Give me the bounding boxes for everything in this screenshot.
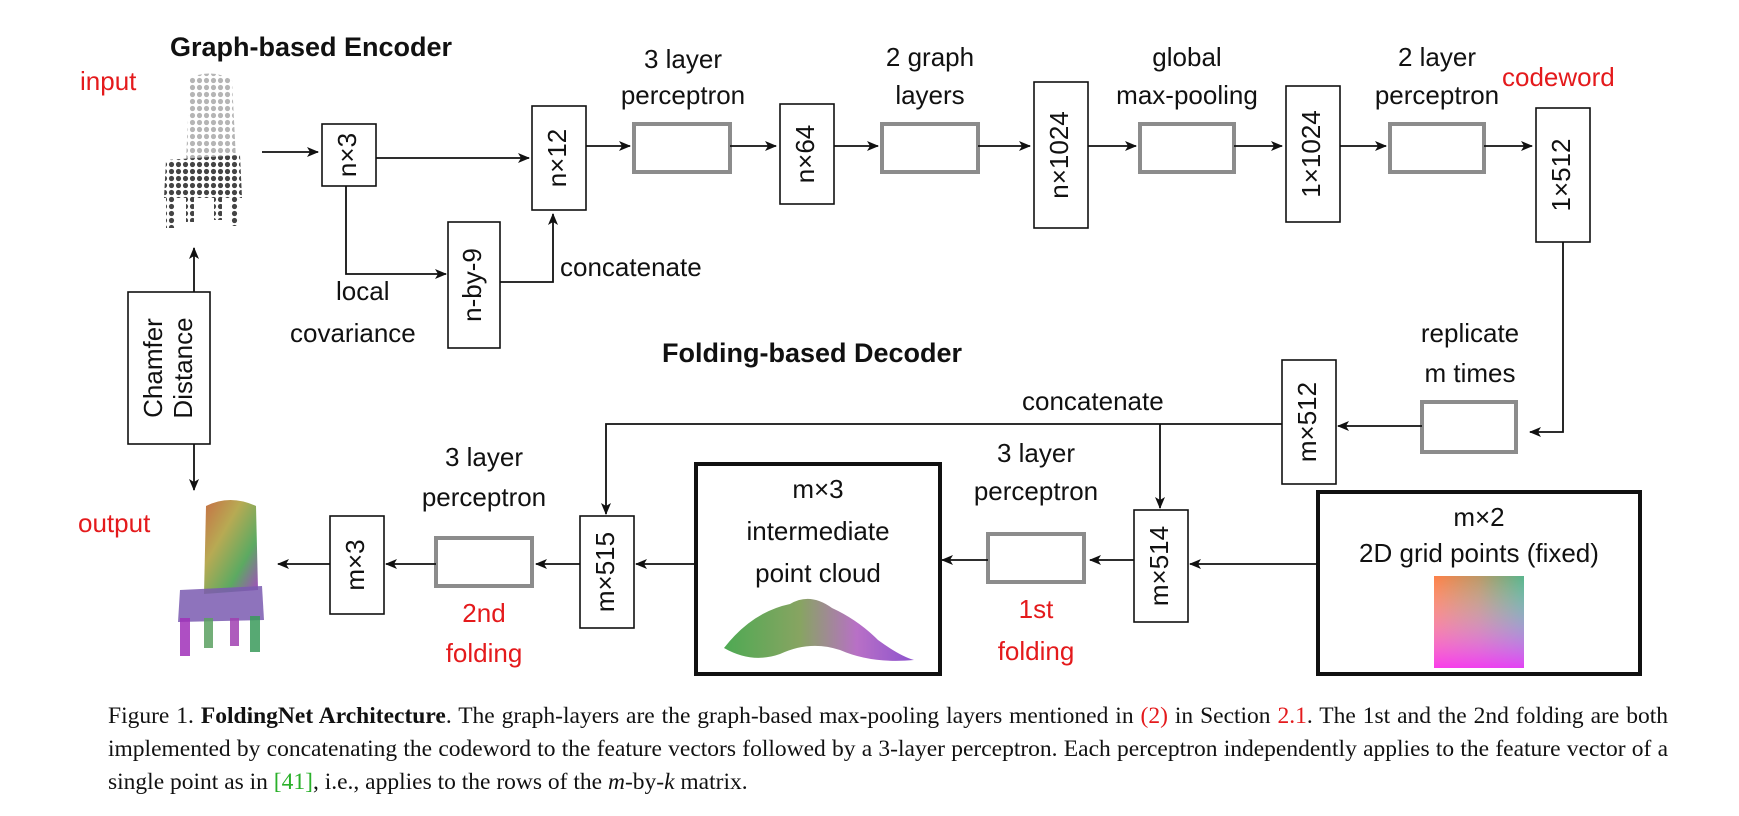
fold1-label-line2: folding (998, 636, 1075, 666)
chamfer-distance-box (127, 291, 211, 445)
input-label: input (80, 66, 137, 96)
caption-title: FoldingNet Architecture (200, 703, 446, 729)
replicate-label-line2: m times (1425, 358, 1516, 388)
mlp-b-label-line2: perceptron (422, 482, 546, 512)
box-m3 (329, 515, 385, 615)
box-m515 (579, 515, 635, 629)
graph-layers-label-line1: 2 graph (886, 42, 974, 72)
grid-title: m×2 (1453, 502, 1504, 532)
caption-ref-eq[interactable]: (2) (1140, 703, 1168, 729)
grid-subtitle: 2D grid points (fixed) (1359, 538, 1599, 568)
figure-caption: Figure 1. FoldingNet Architecture. The g… (108, 700, 1668, 799)
encoder-graph-layers-block (880, 122, 980, 174)
local-covariance-line2: covariance (290, 318, 416, 348)
chamfer-line2: Distance (168, 317, 198, 418)
mlp-b-label-line1: 3 layer (445, 442, 523, 472)
mlp2-label-line2: perceptron (1375, 80, 1499, 110)
chamfer-line1: Chamfer (138, 318, 168, 418)
codeword-label: codeword (1502, 62, 1615, 92)
caption-part1: . The graph-layers are the graph-based m… (445, 703, 1134, 729)
box-n3-label: n×3 (332, 133, 362, 177)
pool-label-line1: global (1152, 42, 1221, 72)
encoder-concatenate-label: concatenate (560, 252, 702, 282)
box-nby9 (447, 221, 501, 349)
box-n64-label: n×64 (790, 125, 820, 184)
decoder-title: Folding-based Decoder (662, 338, 963, 368)
box-m512 (1281, 359, 1337, 485)
mlp-a-label-line2: perceptron (974, 476, 1098, 506)
fold1-label-line1: 1st (1019, 594, 1054, 624)
encoder-maxpool-block (1138, 122, 1236, 174)
intermediate-cloud-image (724, 598, 914, 661)
output-point-cloud-chair (178, 500, 264, 656)
encoder-mlp3-block (632, 122, 732, 174)
caption-part6: matrix. (680, 769, 748, 795)
box-n12 (531, 105, 587, 211)
edge-m512-to-m515 (601, 423, 1282, 515)
edge-n3-to-nby9 (345, 186, 447, 279)
edge-codeword-to-replicate (1529, 242, 1564, 437)
caption-figure-label: Figure 1. (108, 703, 194, 729)
box-nby9-label: n-by-9 (457, 248, 487, 322)
encoder-title: Graph-based Encoder (170, 32, 453, 62)
local-covariance-line1: local (336, 276, 389, 306)
intermediate-line3: point cloud (755, 558, 881, 588)
decoder-concatenate-label: concatenate (1022, 386, 1164, 416)
box-n1024-label: n×1024 (1044, 111, 1074, 198)
caption-ref-section[interactable]: 2.1 (1277, 703, 1307, 729)
pool-label-line2: max-pooling (1116, 80, 1258, 110)
graph-layers-label-line2: layers (895, 80, 964, 110)
box-m512-label: m×512 (1292, 382, 1322, 462)
caption-math-m: m (607, 769, 625, 795)
mlp2-label-line1: 2 layer (1398, 42, 1476, 72)
replicate-block (1420, 400, 1518, 454)
caption-ref-cite[interactable]: [41] (273, 769, 313, 795)
foldingnet-diagram: Graph-based Encoder input n×3 n-by-9 loc… (78, 32, 1642, 676)
box-1x512 (1535, 107, 1591, 243)
box-m514-label: m×514 (1144, 526, 1174, 606)
intermediate-line1: m×3 (792, 474, 843, 504)
box-n1024 (1033, 81, 1089, 229)
input-point-cloud-chair (164, 73, 242, 228)
box-n64 (779, 103, 835, 205)
box-n3 (321, 123, 377, 187)
box-1x1024-label: 1×1024 (1296, 110, 1326, 197)
caption-part5: -by- (624, 769, 665, 795)
intermediate-line2: intermediate (746, 516, 889, 546)
box-m3-label: m×3 (340, 539, 370, 590)
caption-math-k: k (664, 769, 675, 795)
box-m514 (1133, 509, 1189, 623)
box-m515-label: m×515 (590, 532, 620, 612)
mlp3-label-line2: perceptron (621, 80, 745, 110)
caption-part4: , i.e., applies to the rows of the (312, 769, 603, 795)
replicate-label-line1: replicate (1421, 318, 1519, 348)
mlp-a-label-line1: 3 layer (997, 438, 1075, 468)
fold2-label-line2: folding (446, 638, 523, 668)
edge-nby9-to-n12 (500, 213, 558, 283)
encoder-mlp2-block (1388, 122, 1486, 174)
box-n12-label: n×12 (542, 129, 572, 188)
box-1x1024 (1285, 85, 1341, 223)
decoder-fold2-mlp-block (434, 536, 534, 588)
decoder-fold1-mlp-block (986, 532, 1086, 584)
caption-part2: in Section (1174, 703, 1271, 729)
grid-points-image (1434, 576, 1524, 668)
fold2-label-line1: 2nd (462, 598, 505, 628)
caption-part3: . The 1st and the 2nd folding are both i… (108, 703, 1669, 795)
box-1x512-label: 1×512 (1546, 138, 1576, 211)
mlp3-label-line1: 3 layer (644, 44, 722, 74)
output-label: output (78, 508, 151, 538)
